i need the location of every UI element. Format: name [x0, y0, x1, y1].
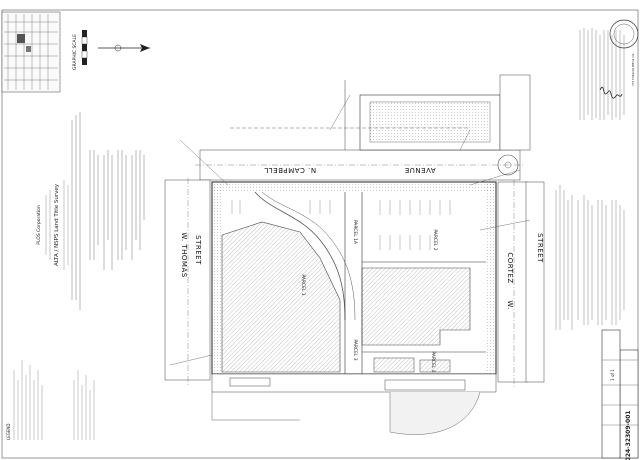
- north-arrow-icon: [98, 44, 150, 52]
- company-name: PLOS Corporation: [36, 205, 42, 245]
- certification-notes: TO FORD HOTELS LLC: [555, 19, 639, 330]
- vicinity-map: [1, 11, 61, 93]
- street-north-2: AVENUE: [404, 166, 435, 174]
- legend-title: LEGEND: [6, 424, 11, 440]
- building-west: [221, 221, 341, 373]
- parcel-4-label: PARCEL 4: [430, 351, 436, 372]
- graphic-scale: GRAPHIC SCALE: [72, 30, 88, 70]
- site-plan: N. CAMPBELL AVENUE W. THOMAS STREET CORT…: [164, 74, 545, 435]
- monument-icon: [497, 154, 519, 176]
- signature-note: TO FORD HOTELS LLC: [631, 53, 635, 87]
- job-number: 2024-32309-001: [625, 410, 632, 460]
- street-west-1: W. THOMAS: [180, 232, 188, 277]
- legend: LEGEND: [6, 360, 95, 440]
- street-east-2: STREET: [536, 233, 544, 263]
- sheet-border: [1, 9, 639, 459]
- street-north-1: N. CAMPBELL: [264, 166, 316, 174]
- surveyor-signature: [599, 86, 623, 99]
- surveyor-seal: [609, 19, 639, 49]
- street-west-2: STREET: [194, 235, 202, 265]
- street-east-1: CORTEZ: [506, 252, 514, 283]
- general-notes: ALTA / NSPS Land Title Survey PLOS Corpo…: [36, 112, 145, 310]
- scale-label: GRAPHIC SCALE: [72, 34, 78, 70]
- street-east-prefix: W.: [506, 300, 514, 309]
- sheet-number: 1 of 1: [610, 369, 615, 381]
- parcel-1-label: PARCEL 1: [300, 274, 306, 295]
- survey-title: ALTA / NSPS Land Title Survey: [54, 183, 60, 266]
- title-block: 2024-32309-001 1 of 1: [601, 329, 639, 460]
- parcel-2-label: PARCEL 2: [432, 229, 438, 250]
- parcel-3-label: PARCEL 3: [352, 339, 358, 360]
- parcel-1a-label: PARCEL 1A: [352, 220, 358, 245]
